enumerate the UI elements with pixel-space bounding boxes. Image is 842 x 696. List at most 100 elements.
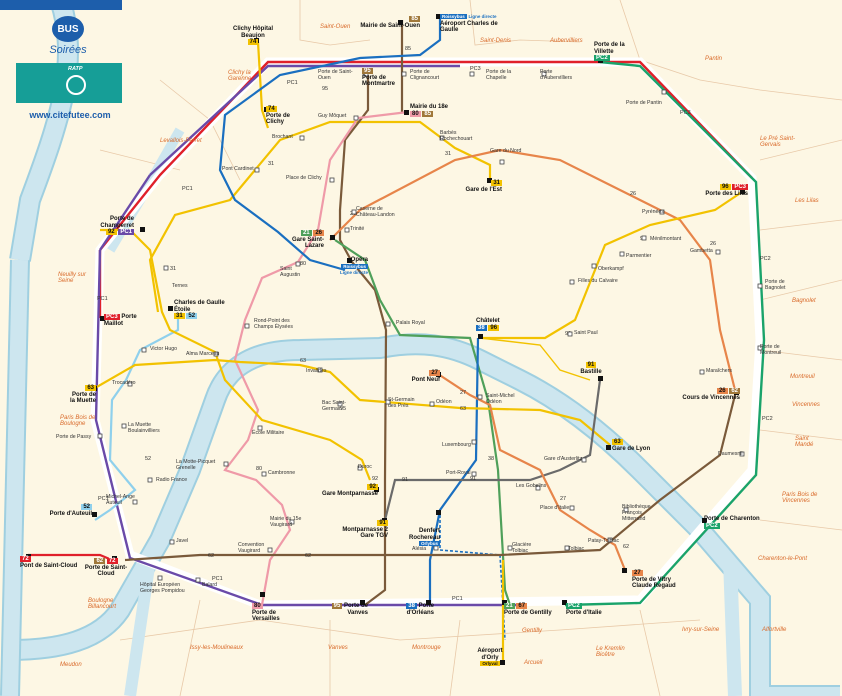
stop-label[interactable]: Bac Saint-Germain [322,400,346,412]
line-badge-92: 92 [105,229,117,235]
terminal-gare-saint-lazare[interactable]: 21 26 Gare Saint-Lazare [291,230,324,249]
stop-label[interactable]: Filles du Calvaire [578,278,618,284]
terminal-pont-neuf[interactable]: 27 Pont Neuf [411,370,440,383]
terminal-mairie-du-18[interactable]: Mairie du 18e 80 85 [410,104,449,117]
stop-label[interactable]: Maraîchers [706,368,732,374]
terminal-porte-d-orleans[interactable]: 38 Porte d'Orléans [406,603,434,616]
terminal-porte-de-champerret[interactable]: Porte de Champerret 92 PC1 [100,216,134,235]
terminal-porte-de-gentilly[interactable]: 21 67 Porte de Gentilly [504,603,552,616]
stop-label[interactable]: Porte de Montreuil [760,344,782,356]
line-badge-80: 80 [410,110,421,117]
stop-label[interactable]: Place de Clichy [286,175,322,181]
terminal-gare-de-lyon[interactable]: 63 Gare de Lyon [612,439,651,452]
stop-label[interactable]: Porte de Bagnolet [765,279,786,291]
line-62-route [124,394,737,562]
website-link[interactable]: www.citefutee.com [29,110,111,120]
terminal-porte-d-italie[interactable]: PC2 Porte d'Italie [566,603,602,616]
terminal-porte-de-la-muette[interactable]: 63 Porte de la Muette [69,385,96,404]
stop-label[interactable]: Porte d'Aubervilliers [540,69,573,81]
stop-label[interactable]: Alésia [412,546,427,552]
stop-label[interactable]: Pont Cardinet [222,166,254,172]
terminal-clichy-hopital-beaujon[interactable]: Clichy Hôpital Beaujon 74 [233,26,274,45]
line-badge-96: 96 [719,184,731,190]
stop-label[interactable]: Porte de Pantin [626,100,662,106]
stop-label[interactable]: Porte de Passy [56,434,92,440]
terminal-porte-maillot[interactable]: PC3 Porte Maillot [104,314,137,327]
stop-label[interactable]: Port-Royal [446,470,471,476]
stop-label[interactable]: Trinité [350,226,365,232]
stop-label[interactable]: Gare d'Austerlitz [544,456,583,462]
stop-label[interactable]: Ternes [172,283,188,289]
stop-label[interactable]: Pyrénées [642,209,664,215]
stop-label[interactable]: La Motte-Picquet Grenelle [176,459,216,471]
stop-label[interactable]: Barbès Rochechouart [440,130,473,142]
stop-label[interactable]: Gare du Nord [490,148,522,154]
stop-label[interactable]: Ménilmontant [650,236,682,242]
stop-label[interactable]: Daumesnil [718,451,743,457]
stop-label[interactable]: Palais Royal [396,320,425,326]
stop-label[interactable]: Javel [176,538,189,544]
stop-label[interactable]: Balard [202,582,217,588]
terminal-porte-de-versailles[interactable]: 80 Porte de Versailles [252,603,280,622]
stop-label[interactable]: Radio France [156,477,188,483]
terminal-porte-des-lilas[interactable]: 96 PC3 Porte des Lilas [705,184,748,197]
terminal-porte-de-clichy[interactable]: 74 Porte de Clichy [266,106,291,125]
terminal-cours-de-vincennes[interactable]: 26 62 Cours de Vincennes [682,388,740,401]
terminal-porte-de-la-villette[interactable]: Porte de la Villette PC2 [594,42,625,61]
terminal-porte-de-vitry[interactable]: 27 Porte de Vitry Claude Regaud [632,570,676,589]
stop-label[interactable]: Cambronne [268,470,296,476]
stop-label[interactable]: Victor Hugo [150,346,178,352]
stop-label[interactable]: Saint-Michel Odéon [486,393,515,405]
terminal-gare-montparnasse[interactable]: 92 Gare Montparnasse [321,484,378,497]
stop-label[interactable]: Convention Vaugirard [238,542,265,554]
stop-label[interactable]: Porte de la Chapelle [486,69,512,81]
terminal-charles-de-gaulle-etoile[interactable]: Charles de Gaulle Étoile 31 52 [174,300,225,319]
stop-label[interactable]: Trocadéro [112,380,136,386]
terminal-bastille[interactable]: 91 Bastille [580,362,602,375]
terminal-gare-de-l-est[interactable]: 31 Gare de l'Est [465,180,502,193]
stop-label[interactable]: Porte de Saint-Ouen [318,69,353,81]
stop-label[interactable]: Brochant [272,134,293,140]
terminal-chatelet[interactable]: Châtelet 38 96 [476,318,500,331]
stop-label[interactable]: La Muette Boulainvilliers [128,422,160,434]
stop-label[interactable]: St-Germain des Prés [388,397,415,409]
terminal-porte-de-vanves[interactable]: 95 Porte de Vanves [331,603,368,616]
stop-label[interactable]: Gambetta [690,248,713,254]
stop-label[interactable]: Mairie du 15e Vaugirard [270,516,302,528]
stop-label[interactable]: Saint Augustin [280,266,301,278]
terminal-opera[interactable]: Opéra Roissybus Ligne directe [339,257,368,275]
stop-label[interactable]: Guy Môquet [318,113,347,119]
terminal-pont-de-saint-cloud[interactable]: 72 Pont de Saint-Cloud [20,556,78,569]
terminal-porte-de-montmartre[interactable]: 95 Porte de Montmartre [362,68,396,87]
terminal-denfert-rochereau[interactable]: Denfert Rochereau Orlybus [408,528,440,546]
stop-label[interactable]: Patay-Tolbiac [588,538,620,544]
stop-label[interactable]: École Militaire [252,430,285,436]
stop-label[interactable]: Caserne de Château-Landon [356,206,395,218]
terminal-aeroport-cdg[interactable]: Roissybus Ligne directe Aéroport Charles… [440,14,498,33]
terminal-porte-de-charenton[interactable]: Porte de Charenton PC2 [704,516,760,529]
stop-label[interactable]: Parmentier [626,253,652,259]
stop-label[interactable]: Duroc [358,464,372,470]
network-title: Soirées [49,44,87,56]
stop-label[interactable]: Glacière Tolbiac [512,542,532,554]
stop-label[interactable]: Invalides [306,368,327,374]
stop-label[interactable]: Oberkampf [598,266,624,272]
stop-label[interactable]: Odéon [436,399,452,405]
terminal-porte-de-saint-cloud[interactable]: 62 72 Porte de Saint-Cloud [84,558,128,577]
terminal-mairie-de-saint-ouen[interactable]: 85 Mairie de Saint-Ouen [360,16,420,29]
stop-label[interactable]: Rond-Point des Champs Élysées [254,318,293,330]
terminal-aeroport-d-orly[interactable]: Aéroport d'Orly Orlyval [477,648,503,666]
terminal-montparnasse-2[interactable]: 91 Montparnasse 2 Gare TGV [342,520,388,539]
stop-label[interactable]: Alma Marceau [186,351,220,357]
stop-label[interactable]: Place d'Italie [540,505,570,511]
stop-label[interactable]: Les Gobelins [516,483,547,489]
stop-label[interactable]: Tolbiac [568,546,585,552]
terminal-porte-d-auteuil[interactable]: 52 Porte d'Auteuil [49,504,92,517]
stop-label[interactable]: Bibliothèque François Mitterrand [622,504,651,522]
stop-label[interactable]: Michel-Ange Auteuil [106,494,135,506]
stop-label[interactable]: Luxembourg [442,442,471,448]
line-badge-72: 72 [106,558,118,564]
stop-label[interactable]: Saint Paul [574,330,598,336]
stop-label[interactable]: Porte de Clignancourt [410,69,440,81]
stop-label[interactable]: Hôpital Européen Georges Pompidou [140,582,185,594]
